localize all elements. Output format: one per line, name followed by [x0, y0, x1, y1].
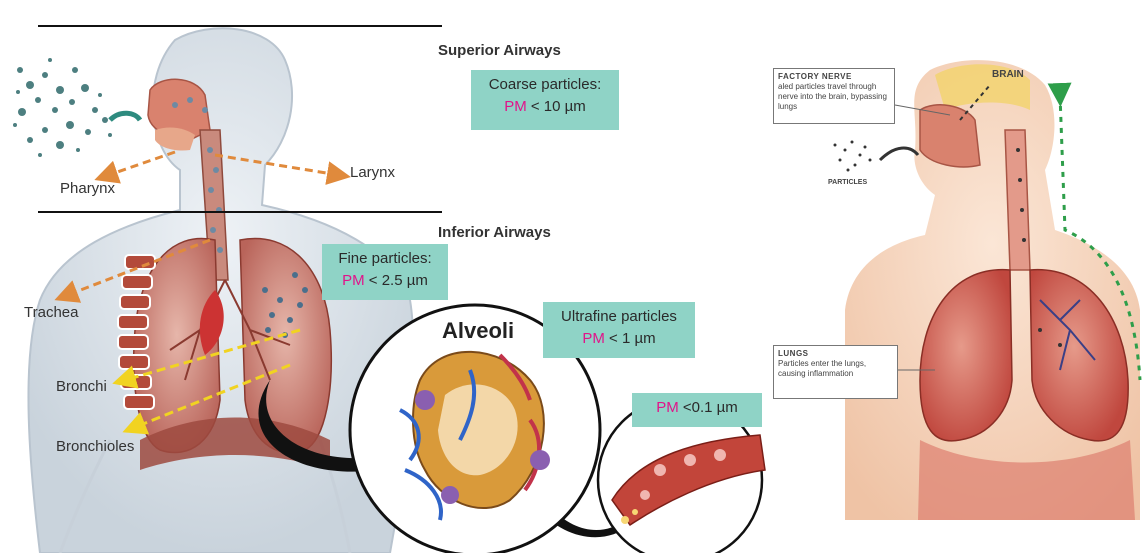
pm-tag: PM: [504, 98, 527, 115]
alveoli-title: Alveoli: [442, 318, 515, 343]
nano-size-value: <0.1 µm: [678, 399, 738, 416]
bronchioles-label: Bronchioles: [56, 438, 135, 455]
orange-label-arrows: [54, 150, 351, 303]
alveoli-magnifier: [348, 303, 602, 553]
fine-particles-box: Fine particles: PM < 2.5 µm: [322, 244, 448, 300]
lungs-title: LUNGS: [778, 349, 809, 358]
particle-cloud: [13, 58, 112, 157]
pharynx-label: Pharynx: [60, 180, 116, 197]
larynx-label: Larynx: [350, 164, 396, 181]
bronchi-label: Bronchi: [56, 378, 107, 395]
right-body-figure: [845, 60, 1140, 520]
olfactory-callout: FACTORY NERVE aled particles travel thro…: [773, 68, 895, 124]
inferior-airways-heading: Inferior Airways: [438, 224, 551, 241]
olfactory-text-2: nerve into the brain, bypassing: [778, 92, 887, 101]
trachea-drawing: [172, 97, 229, 281]
pm-tag: PM: [342, 272, 365, 289]
lungs-text-2: causing inflammation: [778, 369, 854, 378]
pm-tag: PM: [582, 330, 605, 347]
fine-particles-label: Fine particles:: [338, 250, 432, 267]
right-inhale-arrow: [878, 146, 920, 162]
fine-particles-size: PM < 2.5 µm: [328, 270, 442, 292]
nano-particles-box: PM <0.1 µm: [632, 393, 762, 427]
coarse-particles-label: Coarse particles:: [488, 76, 602, 93]
brain-label: BRAIN: [992, 69, 1024, 80]
pm-tag: PM: [656, 399, 679, 416]
inhale-arrow: [108, 110, 143, 122]
coarse-particles-size: PM < 10 µm: [477, 96, 613, 118]
olfactory-text-1: aled particles travel through: [778, 82, 877, 91]
ultrafine-size-value: < 1 µm: [604, 330, 656, 347]
diaphragm: [140, 417, 330, 470]
ultrafine-particles-size: PM < 1 µm: [549, 328, 689, 350]
olfactory-title: FACTORY NERVE: [778, 72, 852, 81]
right-particles-dots: [833, 140, 872, 172]
olfactory-leader: [894, 104, 951, 116]
nano-particles-size: PM <0.1 µm: [638, 397, 756, 419]
trachea-label: Trachea: [24, 304, 79, 321]
green-nerve-path: [1047, 82, 1142, 381]
superior-airways-heading: Superior Airways: [438, 42, 561, 59]
coarse-size-value: < 10 µm: [526, 98, 586, 115]
coarse-particles-box: Coarse particles: PM < 10 µm: [471, 70, 619, 130]
fine-size-value: < 2.5 µm: [364, 272, 428, 289]
lungs-callout: LUNGS Particles enter the lungs, causing…: [773, 345, 898, 399]
lungs-text-1: Particles enter the lungs,: [778, 359, 867, 368]
particles-label: PARTICLES: [828, 179, 868, 186]
olfactory-text-3: lungs: [778, 102, 798, 111]
ultrafine-particles-label: Ultrafine particles: [561, 308, 677, 325]
ultrafine-particles-box: Ultrafine particles PM < 1 µm: [543, 302, 695, 358]
yellow-label-arrows: [112, 328, 301, 435]
